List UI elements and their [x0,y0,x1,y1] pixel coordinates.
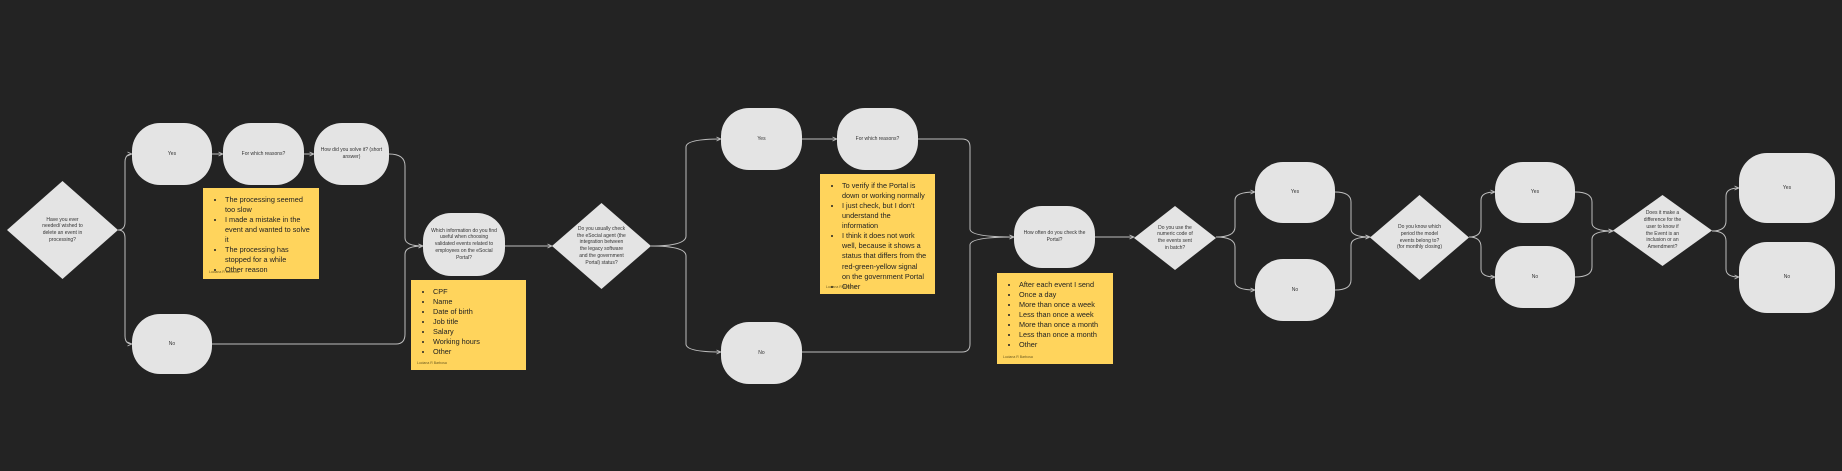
decision-label: Have you ever needed/ wished to delete a… [42,216,83,243]
connector-diamond2-no [650,245,721,352]
question-how-often[interactable]: How often do you check the Portal? [1014,206,1095,268]
question-reasons-1[interactable]: For which reasons? [223,123,304,185]
answer-yes-5[interactable]: Yes [1739,153,1835,223]
answer-no-3[interactable]: No [1255,259,1335,321]
question-how-solve[interactable]: How did you solve it? (short answer) [314,123,389,185]
answer-no-4[interactable]: No [1495,246,1575,308]
answer-no-5[interactable]: No [1739,242,1835,313]
sticky-list: To verify if the Portal is down or worki… [828,181,927,292]
list-item: Other reason [225,265,311,275]
list-item: The processing seemed too slow [225,195,311,215]
list-item: Date of birth [433,307,518,317]
connector-no4-diamond5 [1574,231,1613,278]
list-item: More than once a week [1019,300,1105,310]
sticky-author: Luciana R Barbosa [1003,355,1033,359]
decision-label: Does it make a difference for the user t… [1643,210,1682,250]
connector-diamond5-no [1711,230,1739,277]
connector-yes3-diamond4 [1334,191,1370,237]
connector-diamond1-yes [117,154,132,231]
connector-diamond1-no [117,229,132,344]
answer-yes-3[interactable]: Yes [1255,162,1335,223]
list-item: Working hours [433,337,518,347]
list-item: Less than once a week [1019,310,1105,320]
answer-yes-4[interactable]: Yes [1495,162,1575,223]
list-item: More than once a month [1019,320,1105,330]
sticky-useful-info[interactable]: CPF Name Date of birth Job title Salary … [411,280,526,370]
list-item: Other [842,282,927,292]
sticky-author: Luciana R Barbosa [417,361,447,365]
list-item: Salary [433,327,518,337]
list-item: Name [433,297,518,307]
connector-diamond3-yes [1215,192,1255,238]
list-item: I just check, but I don't understand the… [842,201,927,231]
list-item: Other [1019,340,1105,350]
sticky-author: Luciana R Barbosa [826,285,856,289]
answer-no-2[interactable]: No [721,322,802,384]
answer-no-1[interactable]: No [132,314,212,374]
sticky-list: After each event I send Once a day More … [1005,280,1105,350]
list-item: I think it does not work well, because i… [842,231,927,281]
list-item: CPF [433,287,518,297]
list-item: Job title [433,317,518,327]
connector-how-info [388,153,423,246]
connector-diamond4-yes [1468,192,1495,238]
decision-difference[interactable]: Does it make a difference for the user t… [1613,195,1712,266]
answer-yes-1[interactable]: Yes [132,123,212,185]
decision-label: Do you use the numeric code of the event… [1157,224,1193,251]
decision-label: Do you know which period the model event… [1396,224,1442,251]
decision-use-numeric[interactable]: Do you use the numeric code of the event… [1134,206,1216,270]
decision-needed-delete[interactable]: Have you ever needed/ wished to delete a… [7,181,118,279]
sticky-reasons-delete[interactable]: The processing seemed too slow I made a … [203,188,319,279]
connector-diamond5-yes [1711,188,1739,232]
decision-check-portal[interactable]: Do you usually check the eSocial agent (… [552,203,651,289]
connector-no3-diamond4 [1334,237,1370,291]
list-item: Once a day [1019,290,1105,300]
list-item: Other [433,347,518,357]
list-item: Less than once a month [1019,330,1105,340]
decision-know-period[interactable]: Do you know which period the model event… [1370,195,1469,280]
list-item: After each event I send [1019,280,1105,290]
connector-diamond2-yes [650,139,721,247]
list-item: I made a mistake in the event and wanted… [225,215,311,245]
decision-label: Do you usually check the eSocial agent (… [577,225,626,266]
answer-yes-2[interactable]: Yes [721,108,802,170]
sticky-list: CPF Name Date of birth Job title Salary … [419,287,518,357]
question-useful-info[interactable]: Which information do you find useful whe… [423,213,505,276]
connector-diamond4-no [1468,236,1495,277]
sticky-frequency[interactable]: After each event I send Once a day More … [997,273,1113,364]
connector-diamond3-no [1215,236,1255,290]
sticky-reasons-check[interactable]: To verify if the Portal is down or worki… [820,174,935,294]
list-item: The processing has stopped for a while [225,245,311,265]
sticky-list: The processing seemed too slow I made a … [211,195,311,276]
question-reasons-2[interactable]: For which reasons? [837,108,918,170]
sticky-author: Luciana R Barbosa [209,270,239,274]
connector-yes4-diamond5 [1574,191,1613,231]
list-item: To verify if the Portal is down or worki… [842,181,927,201]
